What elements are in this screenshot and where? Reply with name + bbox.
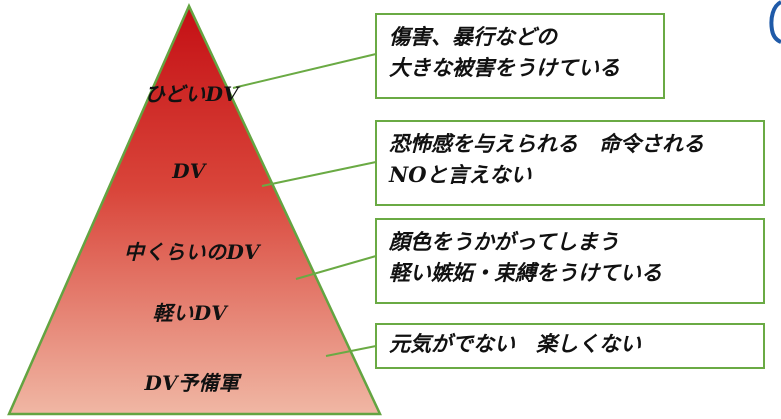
callout-line-prestage [325,345,377,357]
note-box-severe: 傷害、暴行などの 大きな被害をうけている [375,13,665,99]
callout-line-moderate [295,255,377,280]
level-label-dv: DV [172,159,206,183]
note-dv-line-2: NOと言えない [389,162,532,187]
note-prestage-line-1: 元気がでない 楽しくない [389,331,641,356]
callout-line-severe [232,53,377,89]
level-label-moderate-dv: 中くらいのDV [123,240,260,264]
pyramid-shape [7,2,382,416]
note-severe-line-2: 大きな被害をうけている [389,55,620,80]
note-moderate-line-2: 軽い嫉妬・束縛をうけている [389,260,662,285]
note-dv-line-1: 恐怖感を与えられる 命令される [389,131,704,156]
note-box-prestage: 元気がでない 楽しくない [375,323,765,369]
callout-line-dv [261,161,377,187]
level-label-severe-dv: ひどいDV [144,82,240,106]
level-label-dv-prestage: DV予備軍 [144,371,240,395]
level-label-mild-dv: 軽いDV [152,301,228,325]
note-box-dv: 恐怖感を与えられる 命令される NOと言えない [375,120,765,206]
note-severe-line-1: 傷害、暴行などの [389,24,557,49]
note-box-moderate: 顔色をうかがってしまう 軽い嫉妬・束縛をうけている [375,218,765,304]
corner-decoration [769,0,781,44]
note-moderate-line-1: 顔色をうかがってしまう [389,229,619,254]
